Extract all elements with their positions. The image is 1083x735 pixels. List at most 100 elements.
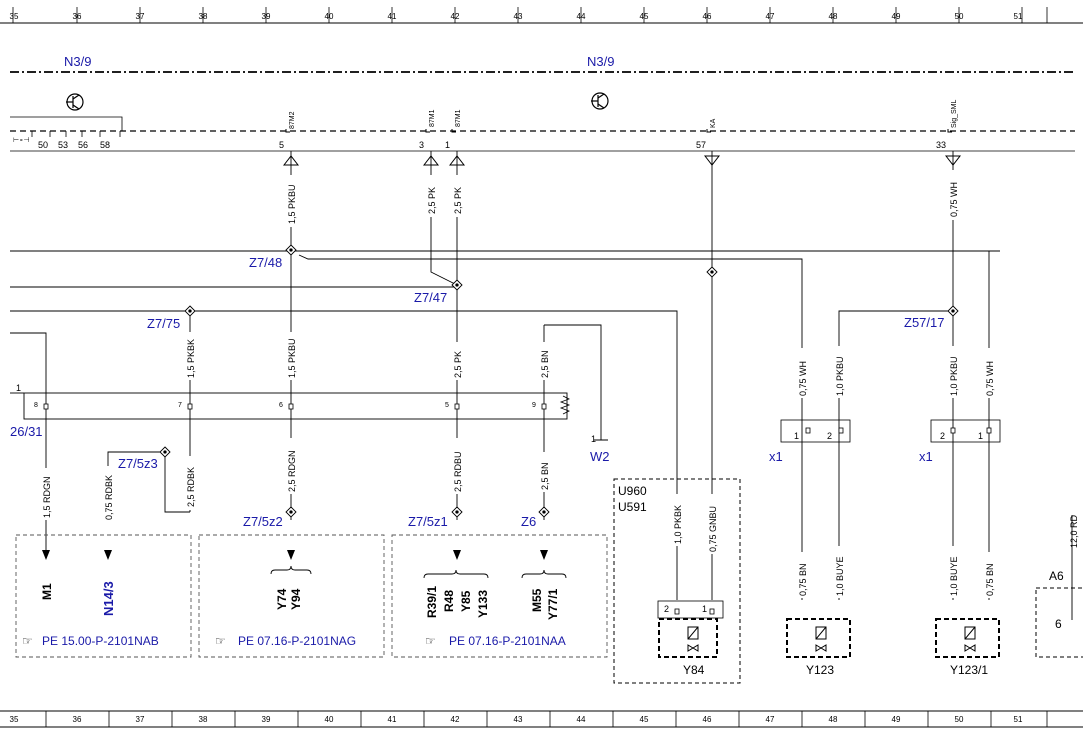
wire-label: 1,5 PKBU (287, 184, 297, 224)
ground-pin: 1 (591, 434, 596, 444)
variant-label: U960 (618, 484, 647, 498)
ruler-label: 39 (262, 12, 271, 21)
wire-label: 1,0 PKBK (673, 505, 683, 544)
ruler-label: 45 (640, 12, 649, 21)
bottom-ruler: 35 36 37 38 39 40 41 42 43 44 45 46 47 4… (0, 710, 1083, 728)
component-label: Y74 (275, 588, 289, 610)
pe-reference: PE 07.16-P-2101NAA (449, 634, 566, 648)
x1-pin: 1 (978, 431, 983, 441)
pointing-hand-icon: ☞ (22, 634, 33, 648)
wire-label: 0,75 WH (949, 182, 959, 217)
ruler-label: 42 (451, 715, 460, 724)
wire-labels: 1,5 PKBU 2,5 PK 2,5 PK 0,75 WH 1,5 PKBK … (40, 170, 1079, 598)
wire-label: 0,75 BN (798, 563, 808, 596)
connector-first-pin: 1 (16, 383, 21, 393)
pin-number: 57 (696, 140, 706, 150)
signal-name: 87M1 (455, 109, 462, 127)
group-y123: Y123 (786, 618, 851, 677)
transistor-icon (591, 92, 609, 110)
connector-pin: 7 (178, 402, 182, 409)
splice-label: Z7/5z1 (408, 514, 448, 529)
component-label: Y84 (683, 663, 705, 677)
splice-label: Z7/47 (414, 290, 447, 305)
wire-label: 2,5 PK (453, 351, 463, 378)
component-label: R39/1 (425, 586, 439, 618)
component-label: Y77/1 (546, 588, 560, 620)
transistor-icon (66, 93, 84, 111)
signal-name: 87M2 (289, 111, 296, 129)
signal-name: 87M1 (429, 109, 436, 127)
connector-x1-right: 2 1 x1 (919, 419, 1001, 464)
ruler-label: 38 (199, 12, 208, 21)
pointing-hand-icon: ☞ (425, 634, 436, 648)
ruler-label: 37 (136, 715, 145, 724)
ruler-label: 36 (73, 715, 82, 724)
x1-pin: 1 (794, 431, 799, 441)
pe-reference: PE 07.16-P-2101NAG (238, 634, 356, 648)
module-label-right: N3/9 (587, 54, 614, 69)
ruler-label: 48 (829, 12, 838, 21)
ruler-label: 46 (703, 12, 712, 21)
component-label: N14/3 (101, 581, 116, 616)
ruler-label: 51 (1014, 715, 1023, 724)
splice-label: Z7/5z2 (243, 514, 283, 529)
ruler-label: 41 (388, 715, 397, 724)
wire-label: 2,5 PK (427, 187, 437, 214)
wire-label: 0,75 WH (798, 361, 808, 396)
module-pins: 5 3 1 57 33 87M2 87M1 87M1 KA Sig_SML (279, 99, 962, 166)
solenoid-valve-icon (687, 626, 699, 652)
splice-label: Z7/48 (249, 255, 282, 270)
connector-pin: 8 (34, 402, 38, 409)
signal-name: KA (710, 118, 717, 128)
group-m1-n14-3: M1 N14/3 ☞ PE 15.00-P-2101NAB (15, 534, 192, 658)
ruler-label: 51 (1014, 12, 1023, 21)
ruler-label: 45 (640, 715, 649, 724)
ruler-label: 44 (577, 715, 586, 724)
top-ruler: 35 36 37 38 39 40 41 42 43 44 45 46 47 4… (0, 7, 1083, 24)
wire-label: 1,0 BUYE (835, 556, 845, 596)
x1-label: x1 (769, 449, 783, 464)
component-label: Y123/1 (950, 663, 988, 677)
wire-label: 0,75 GNBU (708, 506, 718, 552)
wire-label: 1,5 PKBU (287, 338, 297, 378)
splice-label: Z57/17 (904, 315, 944, 330)
ruler-label: 40 (325, 12, 334, 21)
terminal-label: 58 (100, 140, 110, 150)
ruler-label: 48 (829, 715, 838, 724)
switch-symbol: ⊢∘⊣ (13, 137, 30, 144)
wire-label: 1,5 RDGN (42, 476, 52, 518)
connector-label: 26/31 (10, 424, 43, 439)
ruler-label: 42 (451, 12, 460, 21)
terminal-label: 56 (78, 140, 88, 150)
connector-pin: 9 (532, 402, 536, 409)
connector-pin: 6 (279, 402, 283, 409)
component-label: M1 (40, 583, 54, 600)
ruler-label: 38 (199, 715, 208, 724)
pe-reference: PE 15.00-P-2101NAB (42, 634, 159, 648)
pin-number: 5 (279, 140, 284, 150)
ruler-label: 49 (892, 715, 901, 724)
pin-number: 33 (936, 140, 946, 150)
wire-label: 2,5 BN (540, 350, 550, 378)
splice-label: Z6 (521, 514, 536, 529)
pin-number: 1 (702, 604, 707, 614)
signal-name: Sig_SML (951, 99, 958, 128)
component-label: Y85 (459, 590, 473, 612)
ruler-label: 43 (514, 715, 523, 724)
wire-label: 1,0 BUYE (949, 556, 959, 596)
ruler-label: 43 (514, 12, 523, 21)
ruler-label: 49 (892, 12, 901, 21)
solenoid-valve-icon (815, 626, 827, 652)
wire-label: 2,5 PK (453, 187, 463, 214)
wire-label: 0,75 BN (985, 563, 995, 596)
wire-label: 12,0 RD (1069, 514, 1079, 548)
component-label: Y123 (806, 663, 834, 677)
ruler-label: 37 (136, 12, 145, 21)
ruler-label: 47 (766, 715, 775, 724)
pin-number: 6 (1055, 617, 1062, 631)
x1-pin: 2 (940, 431, 945, 441)
x1-label: x1 (919, 449, 933, 464)
wire-label: 2,5 BN (540, 462, 550, 490)
ruler-label: 35 (10, 12, 19, 21)
